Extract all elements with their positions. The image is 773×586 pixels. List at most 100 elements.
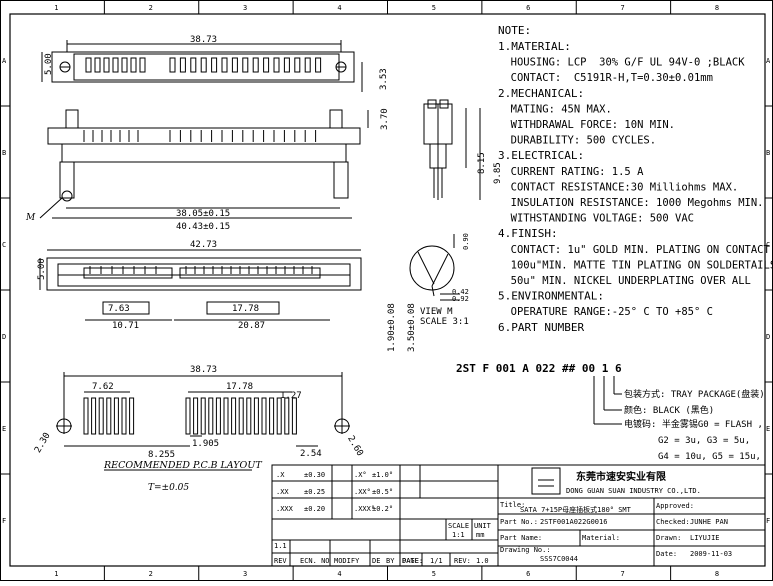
detail-view-m [409,234,460,301]
drawing-no-value: SSS7C0044 [540,555,578,563]
top-height-dim: 5.00 [44,53,54,75]
contact-pin [103,57,110,73]
pcb-pad [284,397,290,435]
contact-pin [121,57,128,73]
top-right-dim: 3.53 [379,68,389,90]
grid-row-label: A [766,57,771,65]
pcb-pad [129,397,135,435]
date-value: 2009-11-03 [690,550,732,558]
tol-linear-value: ±0.20 [304,505,325,513]
bottom-dim-c: 17.78 [232,304,259,314]
rev-header: ECN. NO [300,557,330,565]
tol-linear-value: ±0.30 [304,471,325,479]
rev-label: REV: [454,557,471,565]
contact-pin [252,57,259,73]
company-name-en: DONG GUAN SUAN INDUSTRY CO.,LTD. [566,487,701,495]
pcb-pad [208,397,214,435]
note-line: 1.MATERIAL: [498,40,571,53]
contact-pin [190,57,197,73]
contact-pin [231,57,238,73]
grid-col-label: 7 [620,4,624,12]
bottom-height-dim: 5.00 [37,258,47,280]
grid-col-label: 1 [54,570,58,578]
pcb-layout [56,372,350,471]
notes-list: 1.MATERIAL: HOUSING: LCP 30% G/F UL 94V-… [498,40,773,334]
contact-pin [139,57,146,73]
note-line: HOUSING: LCP 30% G/F UL 94V-0 ;BLACK [498,57,745,69]
front-dim-b: 40.43±0.15 [176,222,230,232]
revision-row: 1.1 [274,542,287,550]
pcb-title: RECOMMENDED P.C.B LAYOUT [103,460,262,471]
tol-angle-value: ±0.5° [372,488,393,496]
front-dim-a: 38.05±0.15 [176,209,230,219]
note-line: DURABILITY: 500 CYCLES. [498,135,656,147]
detail-dim-b: 0.42 [452,288,469,296]
pn-legend-plating: 电镀码: 半金雾锡G0 = FLASH , [624,418,763,430]
pcb-pad [261,397,267,435]
grid-row-label: E [2,425,6,433]
note-line: WITHSTANDING VOLTAGE: 500 VAC [498,213,694,225]
contact-pin [315,57,322,73]
grid-row-label: B [766,149,770,157]
grid-row-label: C [766,241,770,249]
bottom-dim-a: 7.63 [108,304,130,314]
grid-col-label: 8 [715,570,719,578]
detail-caption-2: SCALE 3:1 [420,317,469,327]
bottom-width-dim: 42.73 [190,240,217,250]
note-line: 50u" MIN. NICKEL UNDERPLATING OVER ALL [498,275,751,287]
front-view [39,109,369,219]
grid-col-label: 5 [432,570,436,578]
title-block [271,464,766,567]
drawn-value: LIYUJIE [690,534,720,542]
note-line: 6.PART NUMBER [498,321,584,334]
pcb-hole-left: 2.30 [33,431,53,455]
grid-row-label: D [2,333,6,341]
note-line: CONTACT: 1u" GOLD MIN. PLATING ON CONTAC… [498,244,773,256]
pcb-pad [291,397,297,435]
side-dim-b: 9.85 [493,162,503,184]
tol-angle-value: ±0.2° [372,505,393,513]
contact-pin [242,57,249,73]
material-label: Material: [582,534,620,542]
datum-m-label: M [25,213,36,223]
note-line: 4.FINISH: [498,227,558,240]
scale-value: 1:1 [452,531,465,539]
pcb-pad [91,397,97,435]
note-line: CURRENT RATING: 1.5 A [498,166,644,178]
pcb-pad [83,397,89,435]
pn-legend-color: 颜色: BLACK (黑色) [624,404,714,416]
checked-label: Checked: [656,518,690,526]
detail-dim-a: 0.90 [462,233,470,250]
grid-col-label: 2 [149,570,153,578]
grid-row-label: C [2,241,6,249]
contact-pin [169,57,176,73]
contact-pin [130,57,137,73]
checked-value: JUNHE PAN [690,518,728,526]
pages-label: PAGE: [402,557,423,565]
side-view [423,99,481,200]
pcb-pad [231,397,237,435]
part-number-leaders [593,376,622,425]
grid-row-label: B [2,149,6,157]
pcb-pad [113,397,119,435]
pcb-dim-e: 1.905 [192,439,219,449]
pcb-dim-a: 7.62 [92,382,114,392]
contact-pin [304,57,311,73]
contact-pin [294,57,301,73]
drawn-label: Drawn: [656,534,681,542]
tol-linear-key: .XXX [276,505,294,513]
bottom-vert-b: 3.50±0.08 [407,303,417,352]
pcb-pad [121,397,127,435]
bottom-dim-d: 20.87 [238,321,265,331]
side-dim-a: 8.15 [477,152,487,174]
grid-col-label: 4 [337,4,341,12]
rev-header: DE [372,557,380,565]
detail-dim-c: 0.92 [452,295,469,303]
grid-col-label: 2 [149,4,153,12]
pcb-pad [215,397,221,435]
pcb-pad [223,397,229,435]
grid-col-label: 5 [432,4,436,12]
